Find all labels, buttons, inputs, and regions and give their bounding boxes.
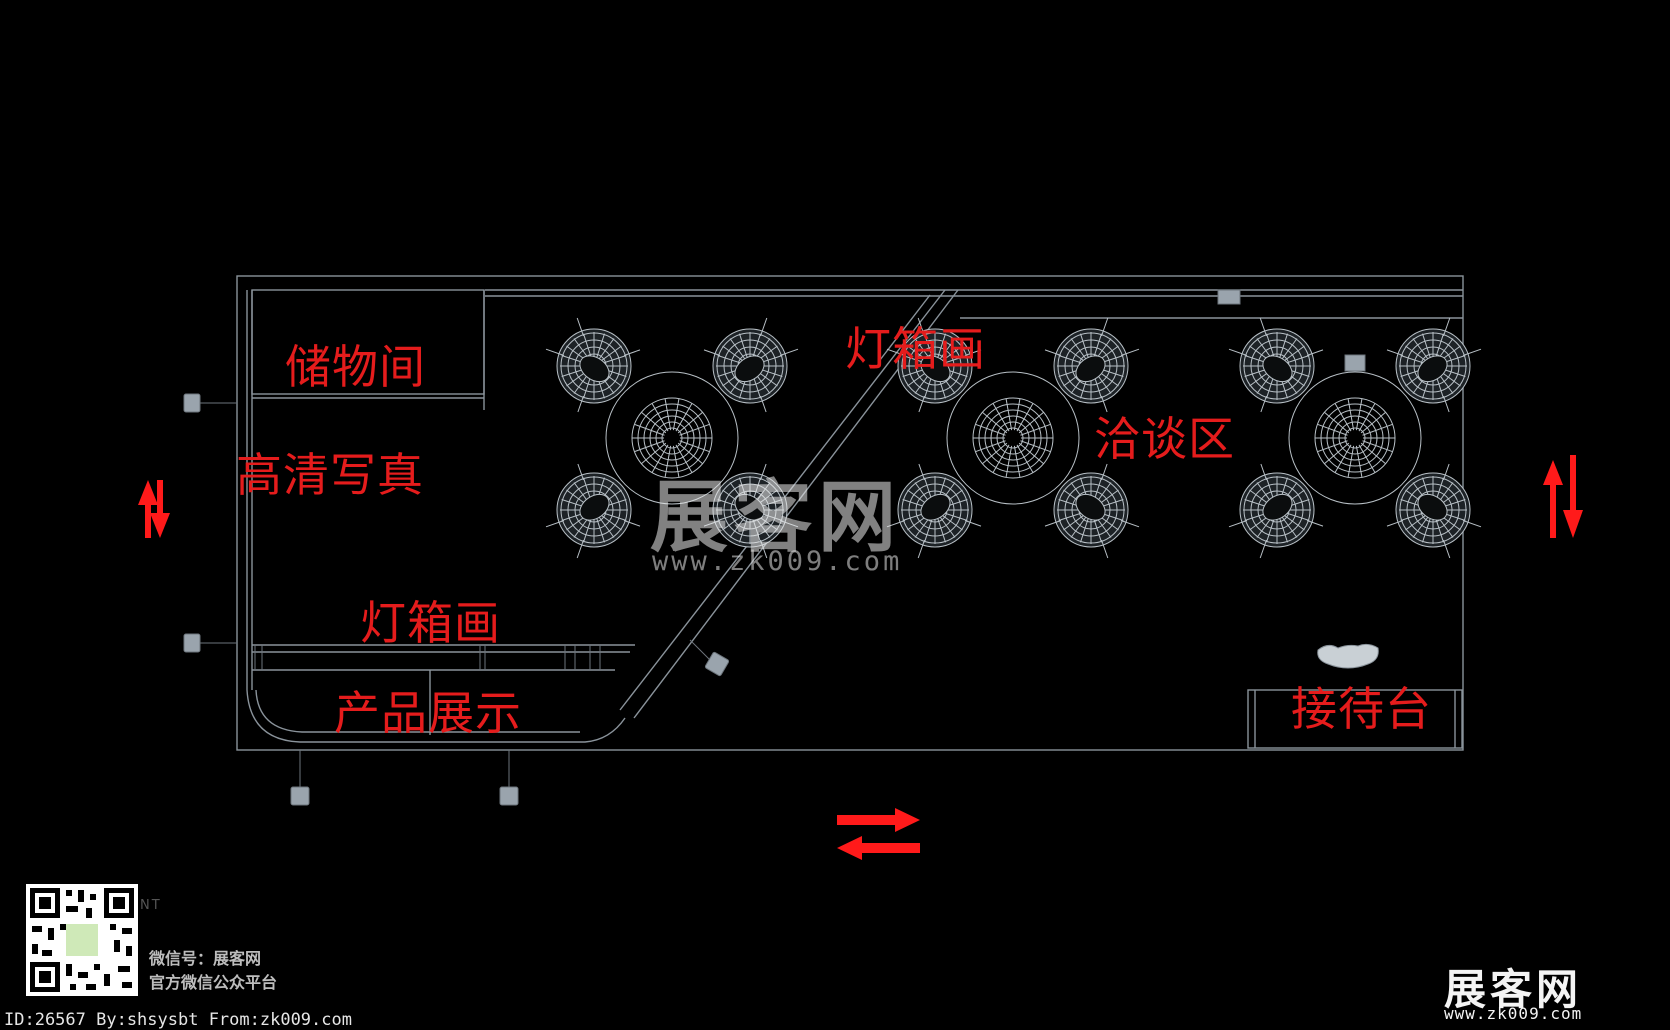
lightbox-label-left: 灯箱画 xyxy=(360,596,501,650)
official-account-text: 官方微信公众平台 xyxy=(149,973,278,992)
chair xyxy=(1386,463,1482,559)
table-set xyxy=(1228,317,1482,559)
spotlight xyxy=(499,786,519,806)
logo-brand: 展客网 xyxy=(1444,965,1583,1014)
table-set xyxy=(545,317,799,559)
table-set xyxy=(886,317,1140,559)
chair xyxy=(1228,463,1324,559)
round-table xyxy=(946,371,1080,505)
product-display-label: 产品展示 xyxy=(334,686,522,740)
chair xyxy=(703,463,799,559)
negotiation-area-label: 洽谈区 xyxy=(1094,412,1235,466)
hd-photo-label: 高清写真 xyxy=(236,448,424,502)
watermark-url: www.zk009.com xyxy=(652,546,903,577)
chair xyxy=(1044,463,1140,559)
chair xyxy=(703,317,799,413)
double-arrow-bottom-icon xyxy=(837,808,920,860)
spotlight xyxy=(1344,354,1366,372)
round-table xyxy=(605,371,739,505)
logo-url: www.zk009.com xyxy=(1444,1004,1583,1023)
id-info-text: ID:26567 By:shsysbt From:zk009.com xyxy=(4,1010,352,1030)
round-table xyxy=(1288,371,1422,505)
spotlight xyxy=(183,633,201,653)
qr-code-icon xyxy=(26,884,138,996)
storage-room-label: 储物间 xyxy=(285,340,426,394)
negotiation-tables xyxy=(545,317,1482,559)
spotlight xyxy=(704,651,730,677)
reception-chair xyxy=(1317,643,1379,669)
chair xyxy=(1228,317,1324,413)
double-arrow-right-icon xyxy=(1543,455,1583,538)
reception-desk-label: 接待台 xyxy=(1291,682,1432,736)
faint-brand-text: NT xyxy=(140,898,162,913)
watermark-brand: 展客网 xyxy=(650,473,903,563)
double-arrow-left-icon xyxy=(138,480,170,538)
chair xyxy=(545,317,641,413)
wechat-id-text: 微信号：展客网 xyxy=(149,949,262,968)
chair xyxy=(886,463,982,559)
spotlight xyxy=(1217,289,1241,305)
lightbox-label-top: 灯箱画 xyxy=(845,322,986,376)
spotlight xyxy=(183,393,201,413)
spotlight xyxy=(290,786,310,806)
chair xyxy=(545,463,641,559)
chair xyxy=(886,317,982,413)
chair xyxy=(1044,317,1140,413)
chair xyxy=(1386,317,1482,413)
